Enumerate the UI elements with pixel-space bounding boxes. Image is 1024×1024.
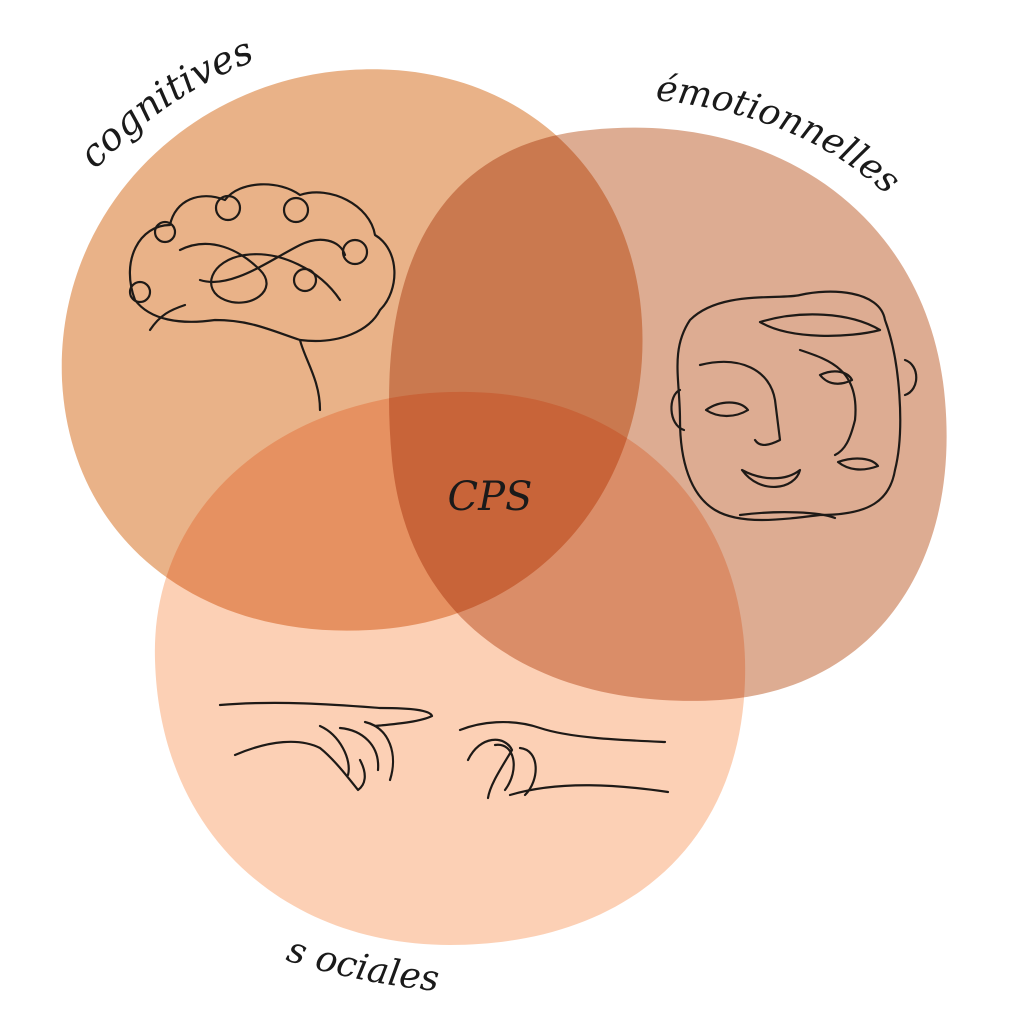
- brain-icon: [128, 183, 396, 412]
- hands-icon: [218, 701, 670, 800]
- center-label: CPS: [448, 474, 533, 520]
- set-sociales-blob: [154, 391, 746, 945]
- faces-icon: [670, 290, 918, 522]
